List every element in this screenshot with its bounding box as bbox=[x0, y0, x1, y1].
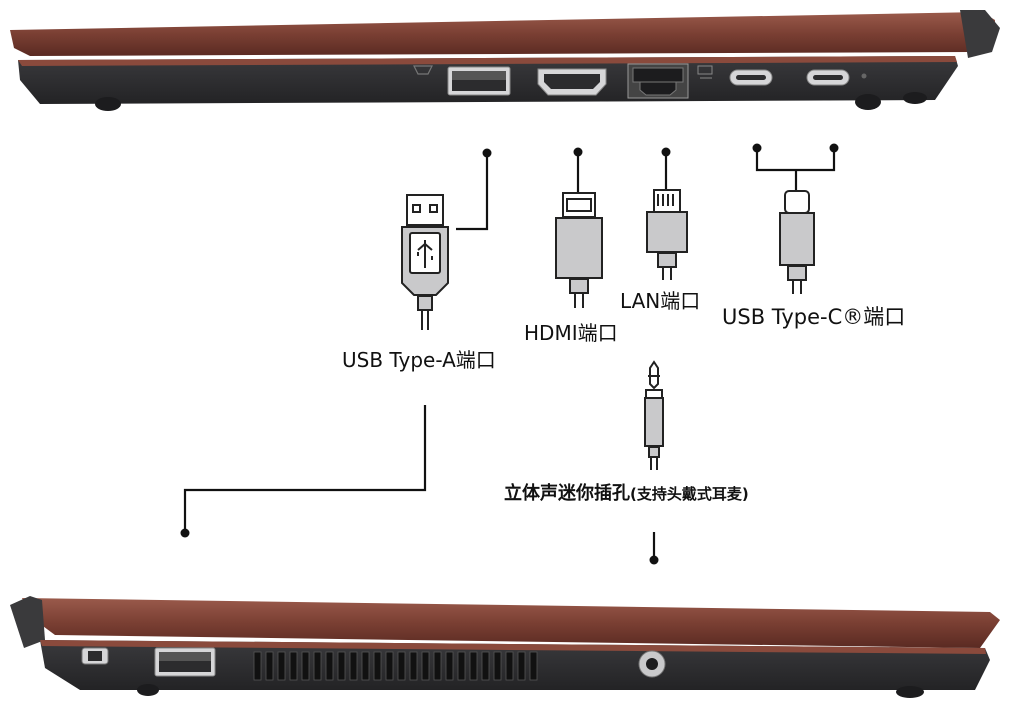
callout-dot bbox=[649, 555, 659, 565]
lan-port-icon bbox=[627, 63, 689, 99]
callout-dot bbox=[752, 143, 762, 153]
hdmi-port-icon bbox=[537, 68, 607, 96]
laptop-right-side bbox=[10, 10, 1000, 111]
callout-dot bbox=[180, 528, 190, 538]
speaker-notch-icon bbox=[413, 65, 433, 75]
vent-slot bbox=[517, 651, 526, 681]
vent-slot bbox=[325, 651, 334, 681]
usb-c-callout-bracket bbox=[755, 148, 836, 172]
vent-slot bbox=[289, 651, 298, 681]
rubber-foot bbox=[896, 686, 924, 698]
vent-slot bbox=[301, 651, 310, 681]
usb-c-port-icon bbox=[806, 69, 850, 86]
lid-hinge-cap bbox=[960, 10, 1000, 58]
vent-slot bbox=[445, 651, 454, 681]
vent-slot bbox=[277, 651, 286, 681]
vent-slot bbox=[505, 651, 514, 681]
vent-slot bbox=[481, 651, 490, 681]
laptop-lid bbox=[10, 12, 995, 56]
laptop-left-side bbox=[10, 596, 1000, 698]
vent-slot bbox=[349, 651, 358, 681]
callout-dots bbox=[180, 143, 839, 565]
rubber-foot bbox=[95, 97, 121, 111]
audio-jack-label: 立体声迷你插孔(支持头戴式耳麦) bbox=[504, 485, 749, 503]
rubber-foot bbox=[855, 94, 881, 110]
vent-slot bbox=[385, 651, 394, 681]
vent-slot bbox=[529, 651, 538, 681]
lan-label: LAN端口 bbox=[620, 289, 701, 313]
base-trim bbox=[18, 56, 957, 66]
left-usb-a-callout-line bbox=[183, 405, 427, 533]
callout-lines bbox=[183, 148, 836, 560]
vent-slot bbox=[253, 651, 262, 681]
vent-slot bbox=[373, 651, 382, 681]
rubber-foot bbox=[137, 684, 159, 696]
lan-plug-icon bbox=[646, 189, 688, 280]
usb-a-port-icon bbox=[447, 66, 511, 96]
laptop-base bbox=[40, 640, 990, 690]
vent-slot bbox=[409, 651, 418, 681]
audio-jack-label-sub: (支持头戴式耳麦) bbox=[630, 485, 749, 503]
base-trim bbox=[40, 640, 986, 654]
hdmi-label: HDMI端口 bbox=[524, 321, 618, 345]
usb-a-port-icon bbox=[154, 647, 216, 677]
vent-slot bbox=[361, 651, 370, 681]
vent-slot bbox=[457, 651, 466, 681]
usb-a-callout-line bbox=[456, 153, 489, 231]
cooling-vent-icon bbox=[253, 651, 538, 681]
audio-jack-port-icon bbox=[638, 650, 666, 678]
vent-slot bbox=[433, 651, 442, 681]
security-lock-slot-icon bbox=[81, 647, 109, 665]
usb-c-port-icon bbox=[729, 69, 773, 86]
vent-slot bbox=[493, 651, 502, 681]
vent-slot bbox=[421, 651, 430, 681]
usb-type-c-label: USB Type-C®端口 bbox=[722, 305, 906, 329]
callout-dot bbox=[661, 147, 671, 157]
hdmi-plug-icon bbox=[555, 192, 603, 308]
vent-slot bbox=[313, 651, 322, 681]
vent-slot bbox=[337, 651, 346, 681]
usb-type-a-label: USB Type-A端口 bbox=[342, 348, 496, 372]
rubber-foot bbox=[903, 92, 927, 104]
usb-c-plug-icon bbox=[779, 190, 815, 294]
callout-dot bbox=[829, 143, 839, 153]
laptop-lid bbox=[22, 598, 1000, 648]
audio-jack-label-main: 立体声迷你插孔 bbox=[504, 483, 630, 504]
vent-slot bbox=[265, 651, 274, 681]
callout-dot bbox=[482, 148, 492, 158]
lid-hinge-cap bbox=[10, 596, 45, 648]
callout-dot bbox=[573, 147, 583, 157]
vent-slot bbox=[397, 651, 406, 681]
audio-jack-plug-icon bbox=[644, 360, 664, 470]
vent-slot bbox=[469, 651, 478, 681]
network-symbol-icon bbox=[697, 65, 713, 79]
status-led-icon bbox=[861, 73, 867, 79]
usb-a-plug-icon bbox=[401, 194, 449, 330]
